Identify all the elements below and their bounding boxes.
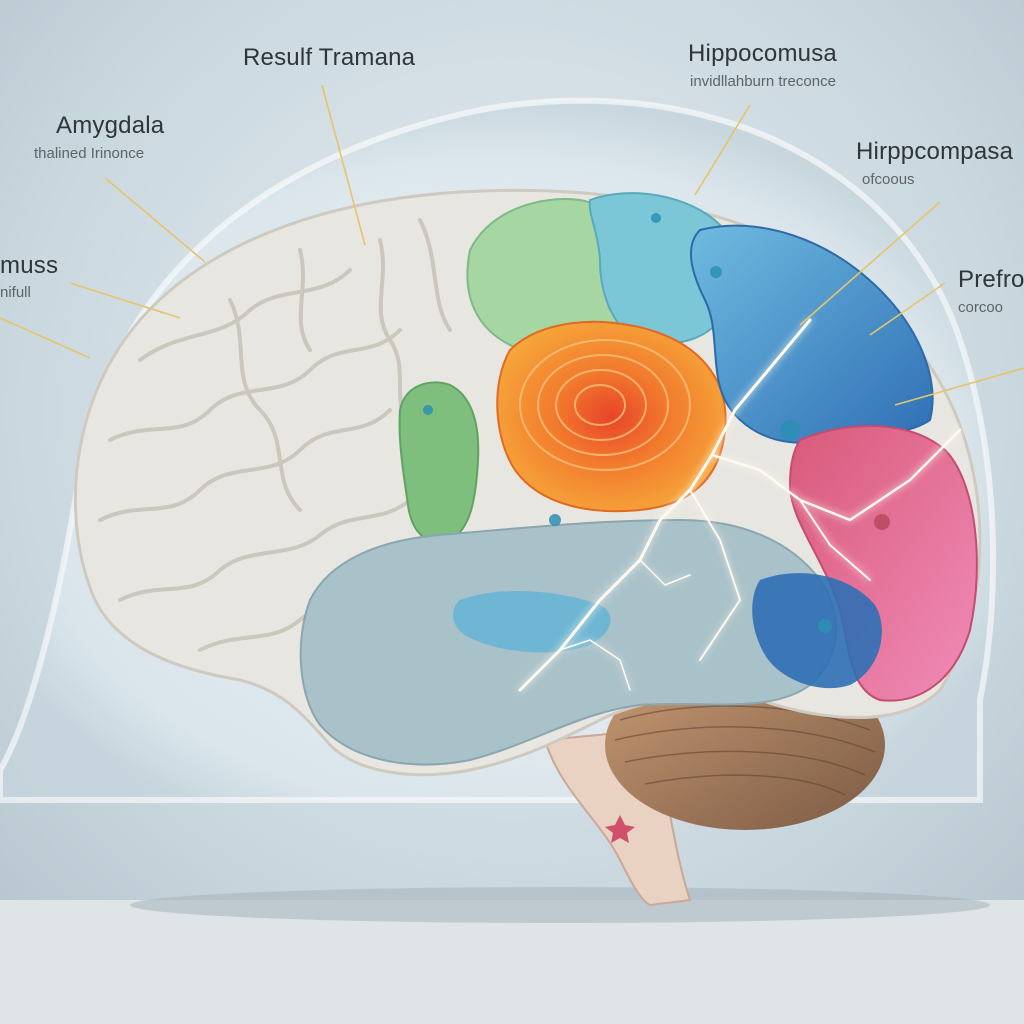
label-hippocampus-top-title: Hippocomusa — [688, 40, 837, 67]
label-amygdala-title: Amygdala — [56, 112, 165, 139]
orange-region — [496, 320, 727, 513]
label-right-cut-title: Prefro — [958, 266, 1024, 293]
gyri-lines — [98, 218, 452, 652]
pointer-lines — [0, 84, 1024, 406]
label-amygdala-subtitle: thalined Irinonce — [34, 145, 145, 162]
green-region — [398, 381, 480, 544]
label-left-cut-subtitle: nifull — [0, 284, 31, 301]
label-result-title: Resulf Tramana — [243, 44, 416, 71]
stem-star — [605, 815, 635, 843]
label-right-cut-subtitle: corcoo — [958, 299, 1004, 316]
label-hippocampus-top-subtitle: invidllahburn treconce — [690, 73, 836, 90]
cerebellum-folds — [614, 705, 876, 796]
label-hippocampus-right-title: Hirppcompasa — [856, 138, 1014, 165]
floor-shadow — [130, 887, 990, 923]
lightning-bolts — [518, 318, 962, 692]
region-nodes — [423, 213, 890, 633]
lower-blue-patch — [752, 573, 882, 689]
orange-rings — [519, 339, 691, 471]
label-left-cut-title: muss — [0, 252, 59, 279]
label-hippocampus-right-subtitle: ofcoous — [862, 171, 915, 188]
